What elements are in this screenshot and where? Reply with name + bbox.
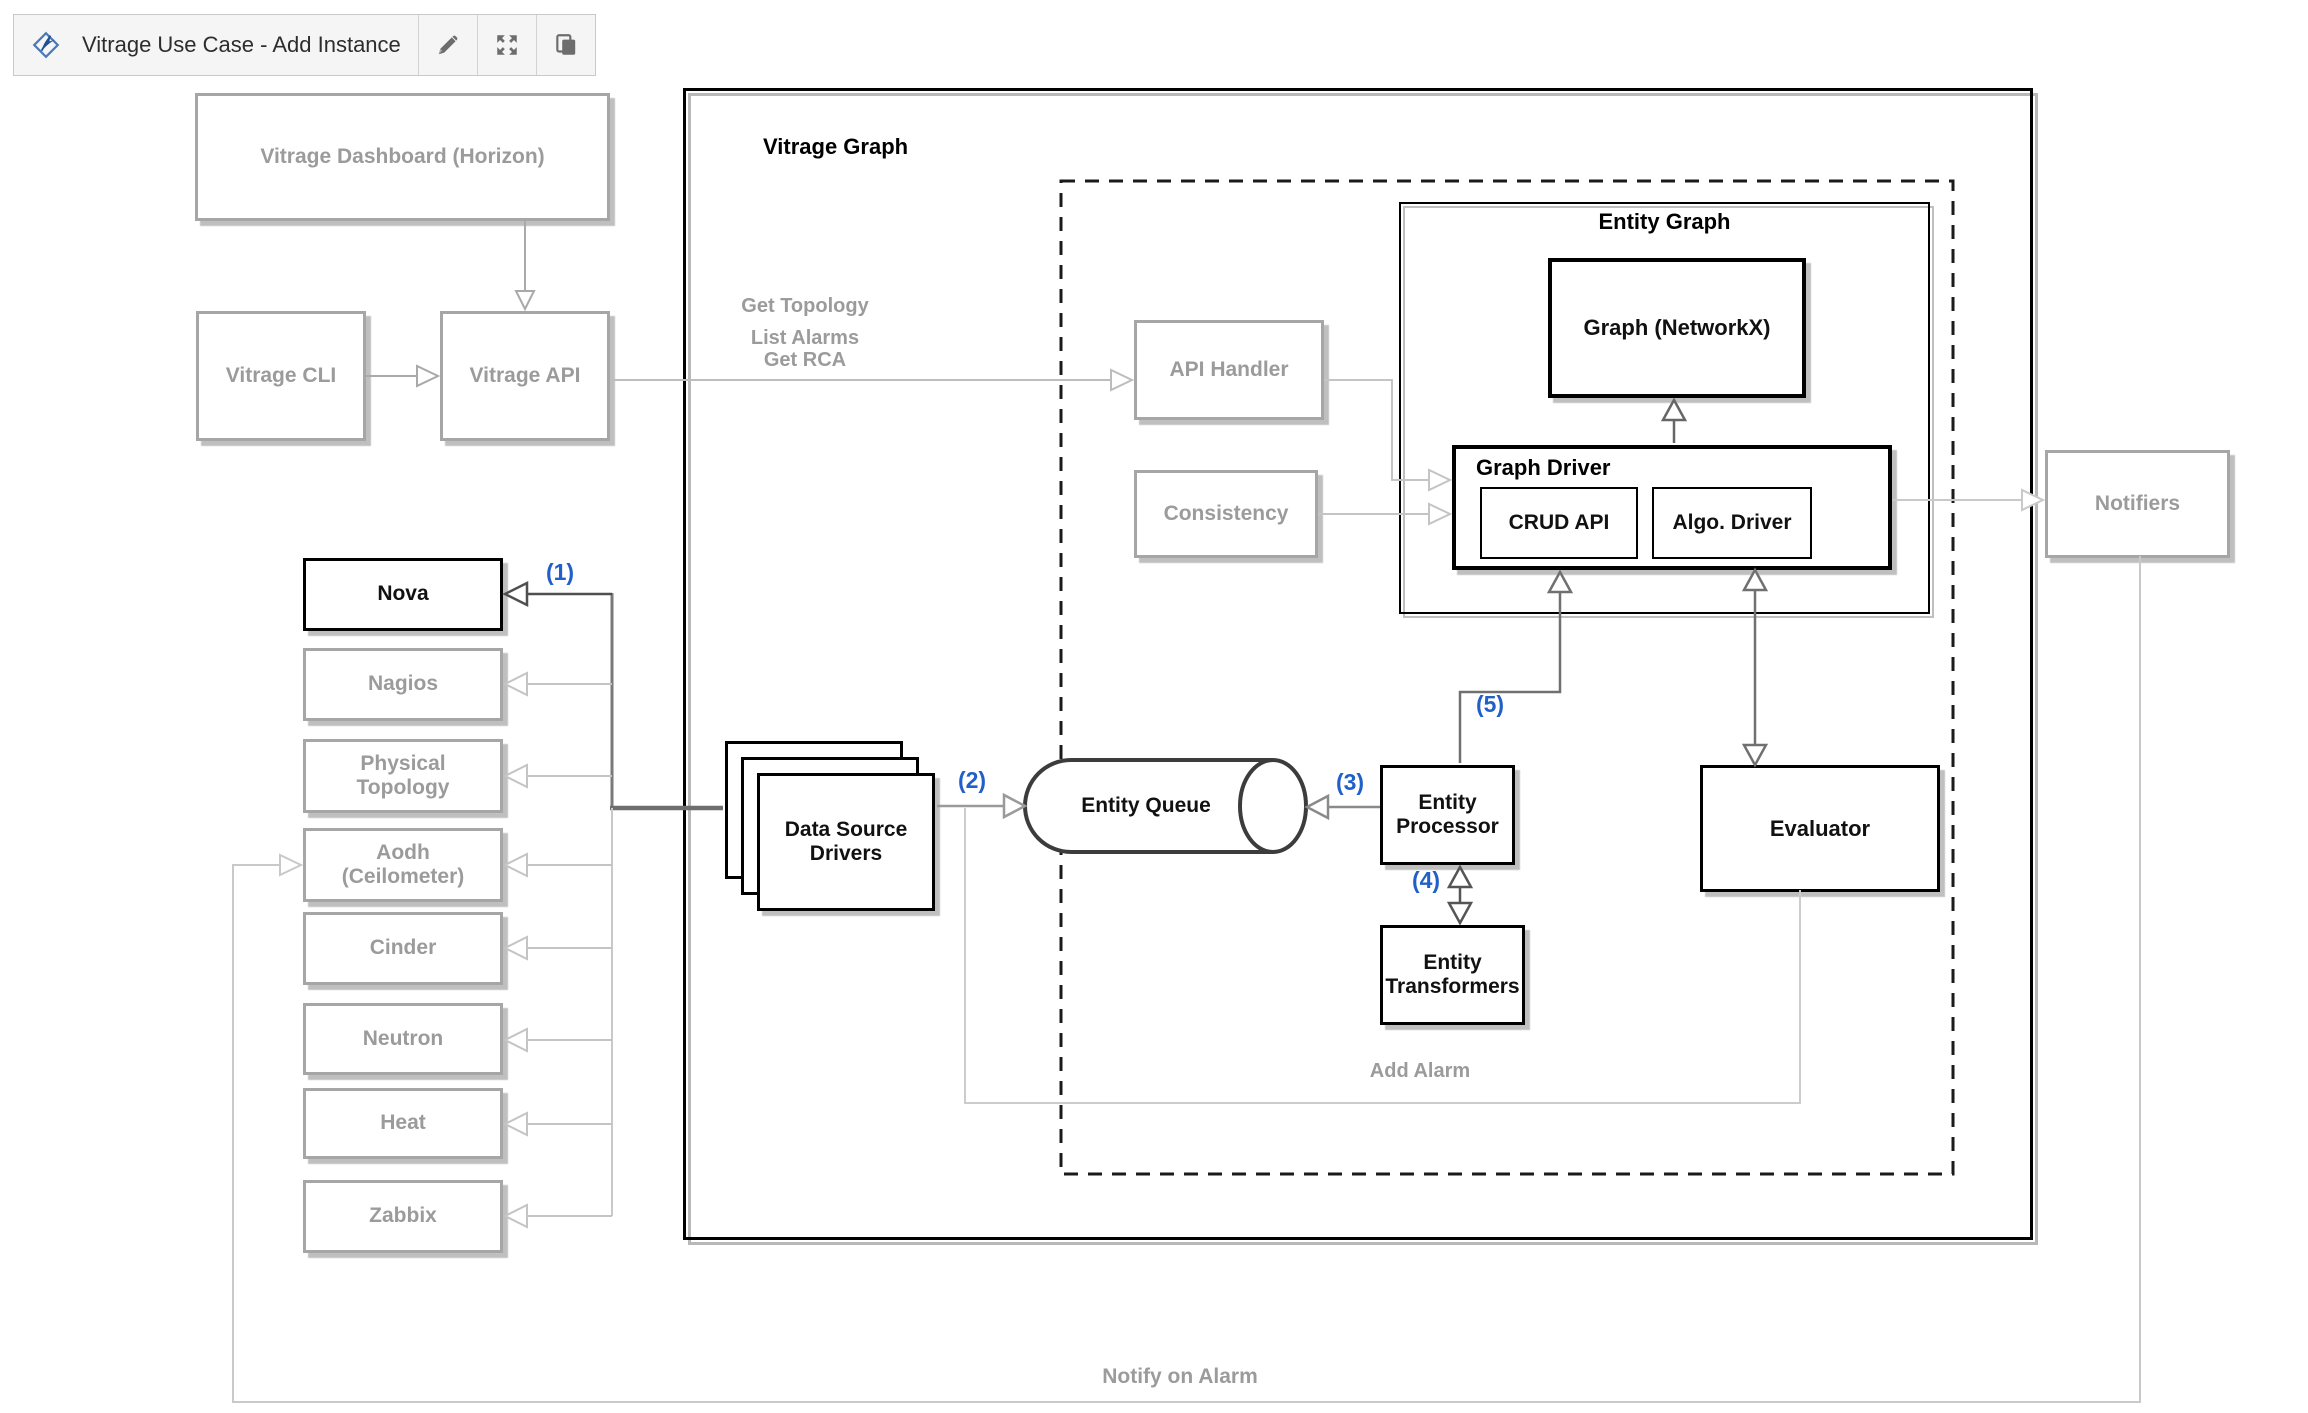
node-consistency: Consistency (1134, 470, 1318, 558)
edge-bus-to-cinder (502, 935, 612, 961)
copy-pages-icon (556, 34, 575, 55)
node-api-handler: API Handler (1134, 320, 1324, 420)
node-physical-topology: Physical Topology (303, 739, 503, 813)
node-graph-networkx: Graph (NetworkX) (1548, 258, 1806, 398)
node-data-source-drivers: Data Source Drivers (757, 773, 935, 911)
fullscreen-button[interactable] (476, 15, 536, 75)
step-label-3: (3) (1335, 769, 1365, 795)
node-evaluator: Evaluator (1700, 765, 1940, 892)
edge-bus-to-heat (502, 1111, 612, 1137)
step-label-4: (4) (1411, 867, 1441, 893)
node-neutron: Neutron (303, 1003, 503, 1075)
entity-queue-label: Entity Queue (1081, 794, 1211, 818)
edge-label-get-rca: Get RCA (763, 349, 847, 371)
node-algo-driver: Algo. Driver (1652, 487, 1812, 559)
entity-graph-label: Entity Graph (1598, 209, 1731, 234)
node-crud-api: CRUD API (1480, 487, 1638, 559)
edge-label-add-alarm: Add Alarm (1369, 1060, 1471, 1082)
pencil-icon (438, 35, 458, 55)
diagram-logo-icon (14, 15, 65, 75)
node-nagios: Nagios (303, 648, 503, 721)
copy-button[interactable] (535, 15, 595, 75)
node-notifiers: Notifiers (2045, 450, 2230, 558)
page-title: Vitrage Use Case - Add Instance (82, 32, 401, 57)
step-label-5: (5) (1475, 691, 1505, 717)
graph-driver-label: Graph Driver (1476, 455, 1611, 480)
viewer-toolbar: Vitrage Use Case - Add Instance (13, 14, 596, 76)
expand-arrows-icon (497, 35, 517, 55)
edge-bus-to-aodh (502, 852, 612, 878)
edge-label-list-alarms: List Alarms (750, 327, 860, 349)
vitrage-graph-label: Vitrage Graph (763, 134, 909, 159)
edge-bus-to-neutron (502, 1027, 612, 1053)
edge-dashboard-to-api (514, 221, 536, 312)
edge-bus-to-physical-topology (502, 763, 612, 789)
node-entity-transformers: Entity Transformers (1380, 925, 1525, 1025)
edge-step1-to-nova (502, 580, 612, 608)
edge-label-get-topology: Get Topology (741, 295, 869, 317)
edge-bus-to-zabbix (502, 1203, 612, 1229)
node-zabbix: Zabbix (303, 1180, 503, 1253)
node-aodh: Aodh (Ceilometer) (303, 828, 503, 902)
node-vitrage-cli: Vitrage CLI (196, 311, 366, 441)
node-cinder: Cinder (303, 912, 503, 985)
edge-cli-to-api (366, 364, 441, 388)
node-vitrage-dashboard: Vitrage Dashboard (Horizon) (195, 93, 610, 221)
step-label-1: (1) (545, 559, 575, 585)
node-entity-processor: Entity Processor (1380, 765, 1515, 865)
node-vitrage-api: Vitrage API (440, 311, 610, 441)
step-label-2: (2) (957, 767, 987, 793)
node-heat: Heat (303, 1088, 503, 1159)
edge-bus-to-nagios (502, 671, 612, 697)
edit-button[interactable] (417, 15, 477, 75)
node-nova: Nova (303, 558, 503, 631)
edge-label-notify-on-alarm: Notify on Alarm (1102, 1365, 1258, 1388)
